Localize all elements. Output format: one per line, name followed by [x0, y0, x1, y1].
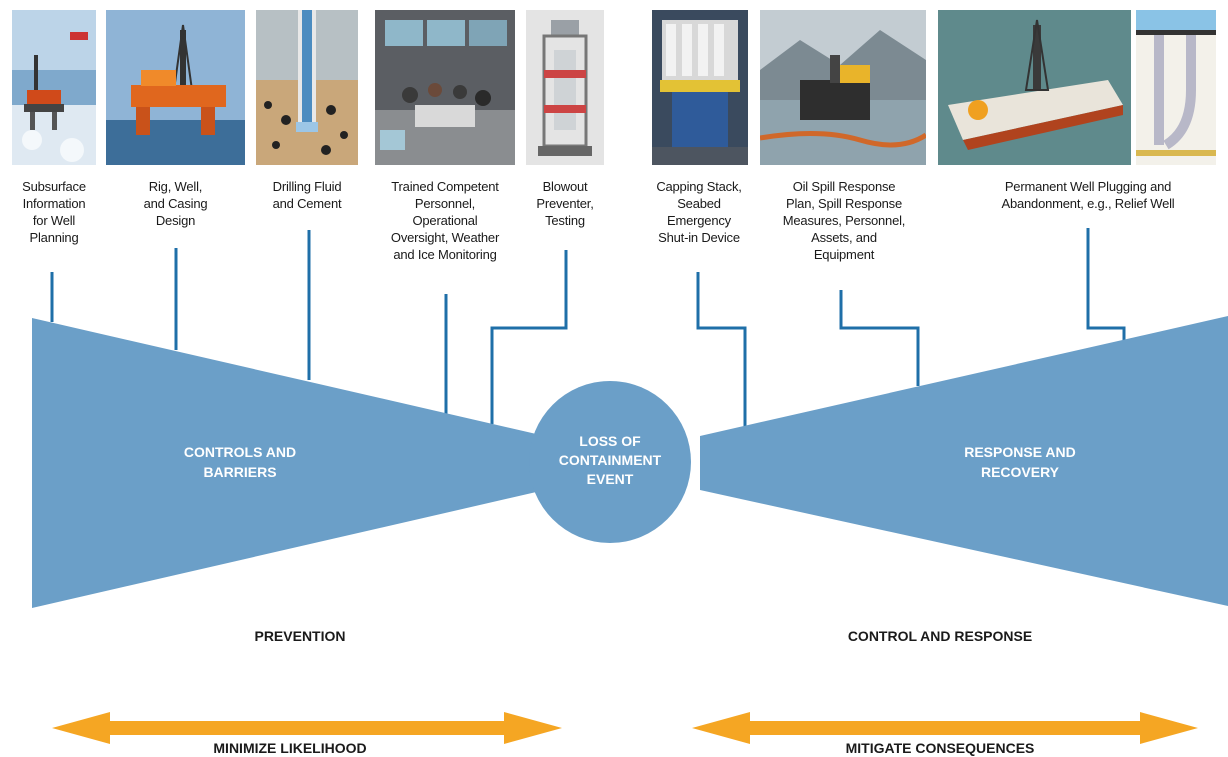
loss-of-containment-circle [529, 381, 691, 543]
caption-oil-spill: Oil Spill Response Plan, Spill Response … [782, 179, 906, 262]
prevention-heading: PREVENTION [254, 628, 346, 644]
minimize-likelihood-label: MINIMIZE LIKELIHOOD [213, 740, 367, 756]
wellbore-cement-photo [256, 10, 358, 165]
control-and-response-heading: CONTROL AND RESPONSE [847, 628, 1033, 644]
control-room-photo [375, 10, 515, 165]
prevention-wedge [32, 318, 545, 608]
caption-plugging: Permanent Well Plugging and Abandonment,… [1001, 179, 1175, 211]
caption-subsurface: Subsurface Information for Well Planning [22, 179, 86, 245]
connector-line-plugging [1086, 228, 1126, 340]
caption-capping: Capping Stack, Seabed Emergency Shut-in … [656, 179, 742, 245]
minimize-likelihood-arrow [52, 712, 562, 744]
connector-line-oil-spill [839, 290, 920, 386]
semisubmersible-rig-photo [106, 10, 245, 165]
drillship-and-relief-well-photo [938, 10, 1131, 165]
caption-personnel: Trained Competent Personnel, Operational… [390, 179, 500, 262]
mitigate-consequences-arrow [692, 712, 1198, 744]
mitigate-consequences-label: MITIGATE CONSEQUENCES [845, 740, 1035, 756]
caption-drilling-fluid: Drilling Fluid and Cement [272, 179, 342, 211]
connector-lines [50, 228, 1126, 428]
loss-of-containment-label: LOSS OF CONTAINMENT EVENT [558, 433, 662, 487]
capping-stack-photo [652, 10, 748, 165]
response-wedge [700, 316, 1228, 606]
controls-and-barriers-label: CONTROLS AND BARRIERS [183, 444, 297, 480]
relief-well-diagram-photo [1136, 10, 1216, 165]
spill-response-vessel-photo [760, 10, 926, 165]
caption-bop: Blowout Preventer, Testing [536, 179, 594, 228]
blowout-preventer-photo [526, 10, 604, 165]
offshore-platform-in-ice-photo [12, 10, 96, 165]
response-and-recovery-label: RESPONSE AND RECOVERY [964, 444, 1076, 480]
connector-line-bop [490, 250, 568, 424]
connector-line-capping [696, 272, 747, 428]
caption-rig-well: Rig, Well, and Casing Design [143, 179, 208, 228]
